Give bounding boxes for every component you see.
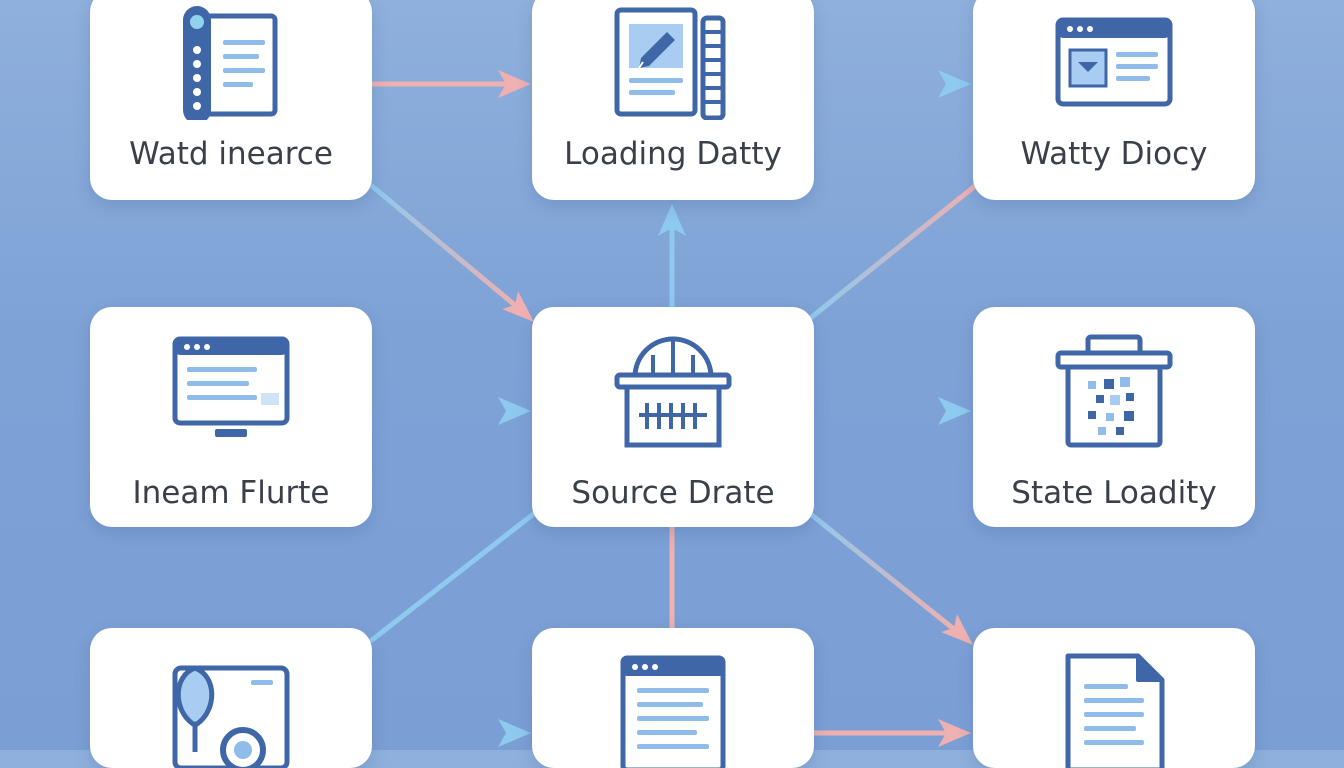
node-source-drate[interactable]: Source Drate bbox=[532, 307, 814, 527]
node-ineam-flurte[interactable]: Ineam Flurte bbox=[90, 307, 372, 527]
edge-e-to-f bbox=[811, 397, 971, 425]
node-label: State Loadity bbox=[1011, 475, 1217, 511]
node-label: Loading Datty bbox=[564, 136, 782, 172]
map-pin-icon bbox=[172, 665, 290, 768]
node-watd-inearce[interactable]: Watd inearce bbox=[90, 0, 372, 200]
trash-bin-icon bbox=[1055, 334, 1173, 448]
edit-document-icon bbox=[614, 7, 726, 120]
sidebar-window-icon bbox=[183, 6, 278, 120]
edge-e-to-i bbox=[805, 509, 973, 645]
node-file[interactable] bbox=[973, 628, 1255, 768]
dome-building-icon bbox=[614, 336, 732, 448]
node-label: Watty Diocy bbox=[1020, 136, 1208, 172]
document-window-icon bbox=[620, 655, 726, 768]
node-document-window[interactable] bbox=[532, 628, 814, 768]
diagram-connectors bbox=[369, 70, 978, 747]
edge-a-to-e bbox=[369, 183, 534, 322]
edge-e-to-c bbox=[805, 183, 978, 323]
node-label: Watd inearce bbox=[129, 136, 333, 172]
edge-g-to-h bbox=[369, 719, 531, 747]
edge-e-to-b bbox=[658, 204, 686, 309]
node-label: Source Drate bbox=[571, 475, 775, 511]
edge-g-to-e bbox=[369, 509, 539, 643]
monitor-icon bbox=[172, 336, 290, 437]
edge-d-to-e bbox=[369, 397, 531, 425]
node-loading-datty[interactable]: Loading Datty bbox=[532, 0, 814, 200]
node-map-pin[interactable] bbox=[90, 628, 372, 768]
node-label: Ineam Flurte bbox=[132, 475, 330, 511]
file-icon bbox=[1065, 653, 1165, 768]
edge-b-to-c bbox=[811, 70, 971, 98]
edge-h-to-i bbox=[811, 719, 971, 747]
node-watty-diocy[interactable]: Watty Diocy bbox=[973, 0, 1255, 200]
node-state-loadity[interactable]: State Loadity bbox=[973, 307, 1255, 527]
edge-a-to-b bbox=[369, 70, 531, 98]
browser-image-icon bbox=[1055, 17, 1173, 107]
